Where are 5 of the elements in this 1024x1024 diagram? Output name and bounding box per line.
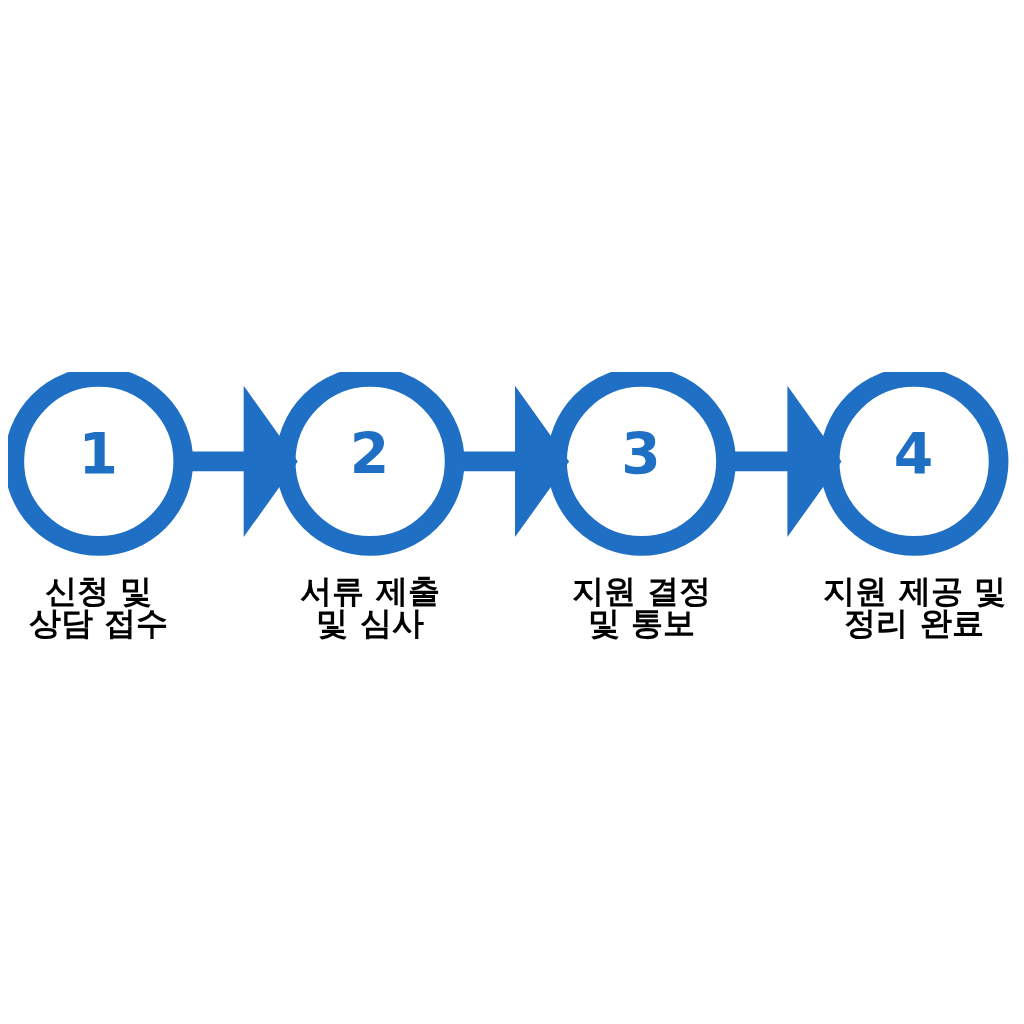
node-label: 서류 제출 및 심사 [300, 572, 440, 643]
node-label: 신청 및 상담 접수 [29, 572, 169, 643]
node-circle: 1 [8, 372, 194, 556]
node-label: 지원 결정 및 통보 [571, 572, 711, 643]
node-label: 지원 제공 및 정리 완료 [823, 572, 1006, 643]
